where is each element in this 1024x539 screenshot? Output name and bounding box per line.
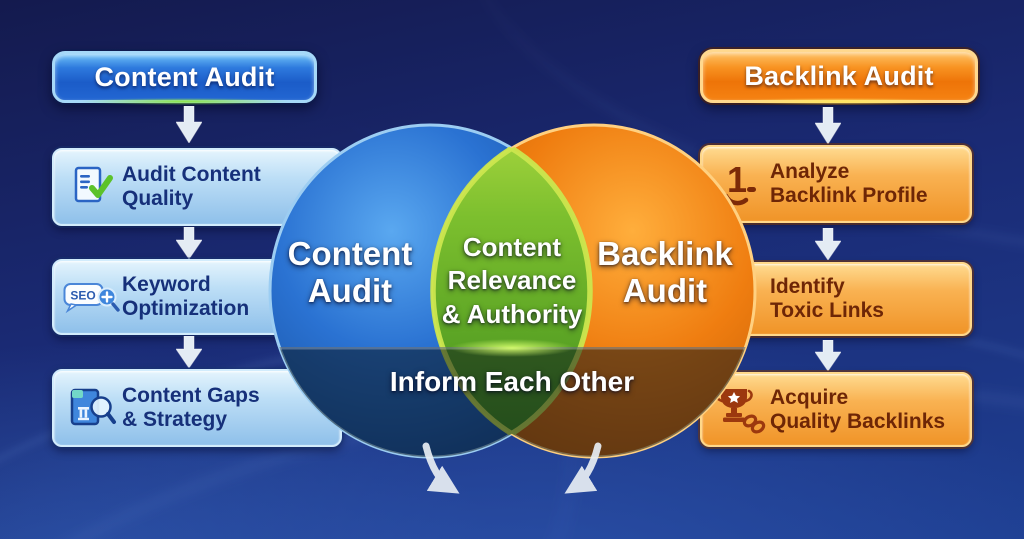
curved-down-arrow-icon	[422, 442, 460, 494]
step-label-line: Content Gaps	[122, 384, 260, 408]
step-identify-toxic-links: 2 Identify Toxic Links	[700, 262, 972, 336]
down-arrow-icon	[176, 336, 202, 368]
seo-magnifier-icon: SEO	[63, 283, 120, 314]
chain-link-glyph	[742, 413, 766, 434]
step-keyword-optimization: SEO Keyword Optimization	[52, 259, 342, 335]
number-2-text: 2	[732, 272, 749, 303]
bottom-arrows	[422, 442, 602, 494]
overlap-label-line: Content	[462, 232, 562, 262]
step-label-line: Acquire	[770, 385, 849, 409]
curved-down-arrow-icon	[564, 442, 602, 494]
overlap-label: Content Relevance & Authority	[422, 231, 602, 331]
down-arrow-icon	[176, 106, 202, 143]
step-label-line: Audit Content	[122, 163, 261, 187]
overlap-label-line: & Authority	[441, 298, 583, 329]
step-label-line: Quality Backlinks	[770, 409, 946, 433]
step-label-line: Optimization	[122, 297, 250, 320]
step-acquire-quality-backlinks: Acquire Quality Backlinks	[700, 372, 972, 447]
step-label-line: Toxic Links	[770, 299, 884, 322]
step-label-line: Quality	[122, 187, 194, 210]
step-audit-content-quality: Audit Content Quality	[52, 148, 342, 226]
banner-label: Inform Each Other	[389, 366, 635, 397]
number-2-skull-icon: 2	[722, 272, 749, 319]
step-content-gaps-strategy: Content Gaps & Strategy	[52, 369, 342, 447]
step-label-line: Keyword	[122, 273, 211, 297]
inform-each-other-banner: Inform Each Other	[352, 366, 672, 398]
seo-icon-text: SEO	[70, 289, 95, 303]
lens-glow	[450, 339, 574, 357]
step-label-line: Analyze	[770, 160, 850, 184]
step-analyze-backlink-profile: 1 Analyze Backlink Profile	[700, 145, 972, 223]
down-arrow-icon	[815, 107, 841, 144]
number-1-swoosh-icon: 1	[723, 159, 756, 206]
trophy-chain-link-icon	[715, 388, 766, 434]
step-label-line: Identify	[770, 275, 845, 299]
document-magnifier-icon	[70, 388, 116, 426]
content-audit-header: Content Audit	[52, 51, 317, 105]
content-audit-header-label: Content Audit	[94, 61, 275, 92]
step-label-line: Backlink Profile	[770, 184, 928, 207]
down-arrow-icon	[815, 228, 841, 260]
step-label-line: & Strategy	[122, 408, 228, 431]
overlap-label-line: Relevance	[447, 265, 577, 296]
down-arrow-icon	[176, 227, 202, 259]
number-1-text: 1	[727, 159, 747, 200]
down-arrow-icon	[815, 340, 841, 371]
backlink-audit-header: Backlink Audit	[700, 49, 978, 105]
document-check-icon	[74, 166, 113, 203]
backlink-audit-header-label: Backlink Audit	[744, 60, 934, 91]
